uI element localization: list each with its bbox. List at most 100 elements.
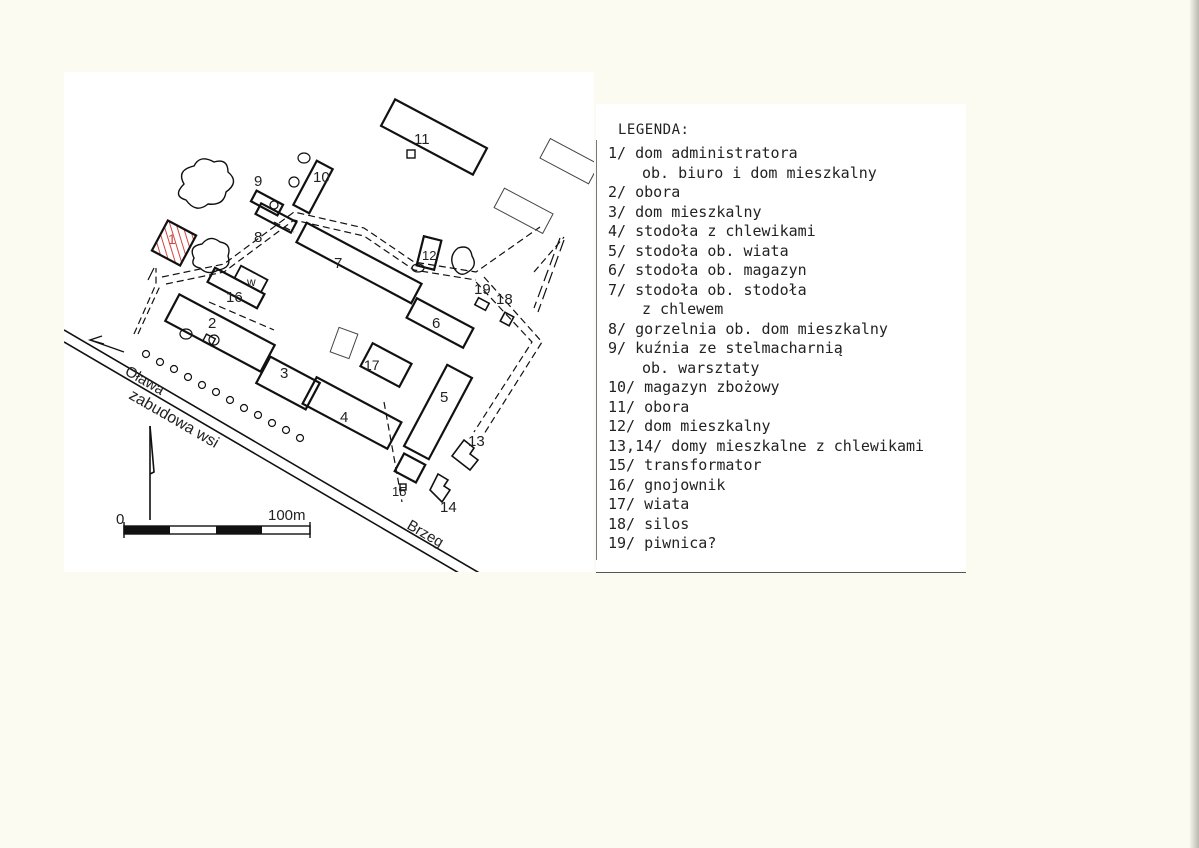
scale-end-label: 100m [268,507,306,524]
building-19 [473,296,491,312]
building-7 [294,221,424,305]
legend-item-number: 1/ [608,144,627,162]
site-plan-panel: Oława zabudowa wsi Brzeg 0 100m w 11 10 … [64,72,594,572]
building-4-end [393,452,427,484]
road-arrow-shaft [89,339,125,353]
legend-item: 16/ gnojownik [608,476,924,496]
legend-item-number: 11/ [608,397,636,416]
building-15 [399,483,407,491]
scale-start-label: 0 [116,511,124,528]
building-4 [301,375,403,451]
legend-title: LEGENDA: [618,122,690,138]
building-5 [402,363,474,461]
building-label: 18 [496,291,513,308]
building-14 [429,472,452,504]
legend-item: 8/ gorzelnia ob. dom mieszkalny [608,320,924,340]
building-w [233,264,269,294]
building-label: 17 [364,357,380,373]
legend-item-number: 8/ [608,319,627,338]
building-label: 2 [208,315,216,332]
legend-item-number: 6/ [608,261,627,279]
building-label: 10 [313,169,330,186]
legend-item-number: 17/ [608,495,636,513]
legend-item-number: 7/ [608,280,627,299]
legend-item-number: 15/ [608,456,636,474]
legend-item-number: 12/ [608,417,636,435]
building-label: 16 [226,289,243,306]
building-label: 13 [468,433,485,450]
legend-item-number: 10/ [608,378,636,396]
building-label: 15 [392,484,406,499]
legend-item: 2/ obora [608,183,924,203]
tree-clump [451,246,475,275]
legend-item-text: dom administratora [635,144,798,162]
legend-item-number: 9/ [608,339,627,357]
legend-item-number: 4/ [608,222,627,240]
legend-item-text: gorzelnia ob. dom mieszkalny [635,319,888,338]
legend-item: 17/ wiata [608,495,924,515]
legend-item-text: piwnica? [644,534,717,552]
building-label: 4 [340,409,348,426]
north-arrow-icon [149,425,155,520]
legend-item: 12/ dom mieszkalny [608,417,924,437]
legend-item: 10/ magazyn zbożowy [608,378,924,398]
village-label: zabudowa wsi [126,387,222,452]
legend-item-number: 16/ [608,475,636,494]
legend-item-text: domy mieszkalne z chlewikami [671,436,925,455]
legend-item-number: 2/ [608,183,627,201]
building-10 [291,159,335,215]
scan-edge-shadow [1189,0,1199,848]
legend-item-number: 19/ [608,534,636,552]
legend-item: 15/ transformator [608,456,924,476]
building-label: 7 [334,255,342,272]
legend-item-number: 18/ [608,514,636,533]
legend-item-text: transformator [644,456,762,474]
tree-clump [191,237,230,274]
building-12 [415,234,443,272]
building-label: 14 [440,499,457,516]
legend-item-continuation: z chlewem [642,300,724,318]
legend-item-text: silos [644,514,690,533]
road-label-brzeg: Brzeg [404,517,446,551]
legend-item: 13,14/ domy mieszkalne z chlewikami [608,437,924,457]
legend-item-text: wiata [644,495,690,513]
legend-item-text: obora [644,397,690,416]
legend-divider [596,140,597,560]
road-edge-bottom [64,341,459,572]
legend-item-number: 13,14/ [608,436,663,455]
building-label: 8 [254,229,262,246]
legend-item: 19/ piwnica? [608,534,924,554]
legend-item: 5/ stodoła ob. wiata [608,242,924,262]
building-17 [358,341,414,389]
building-label: 3 [280,365,288,382]
building-11 [379,97,489,177]
legend-item-text: stodoła ob. magazyn [635,261,807,279]
legend-item-text: obora [635,183,681,201]
scale-bar [123,522,311,538]
legend-item-number: 5/ [608,241,627,260]
building-1-highlighted [150,218,198,268]
building-label: 11 [414,131,430,148]
legend-item: 11/ obora [608,398,924,418]
legend-item-continuation: ob. biuro i dom mieszkalny [642,163,877,182]
legend-item-text: stodoła z chlewikami [635,222,816,240]
building-9 [249,189,285,217]
legend-item-text: magazyn zbożowy [644,378,780,396]
legend-item-text: gnojownik [644,475,726,494]
legend-item-text: stodoła ob. wiata [635,241,789,260]
building-6 [405,296,475,350]
legend-item-text: kuźnia ze stelmacharnią [635,339,843,357]
building-13 [450,438,480,472]
road-edge-top [64,329,480,572]
legend-item: 18/ silos [608,515,924,535]
annex-w-label: w [246,275,256,289]
building-label: 19 [474,281,491,298]
outlines-faint [329,137,594,360]
tree-clump [177,158,235,209]
buildings [147,97,515,504]
roadside-trees [141,349,305,443]
